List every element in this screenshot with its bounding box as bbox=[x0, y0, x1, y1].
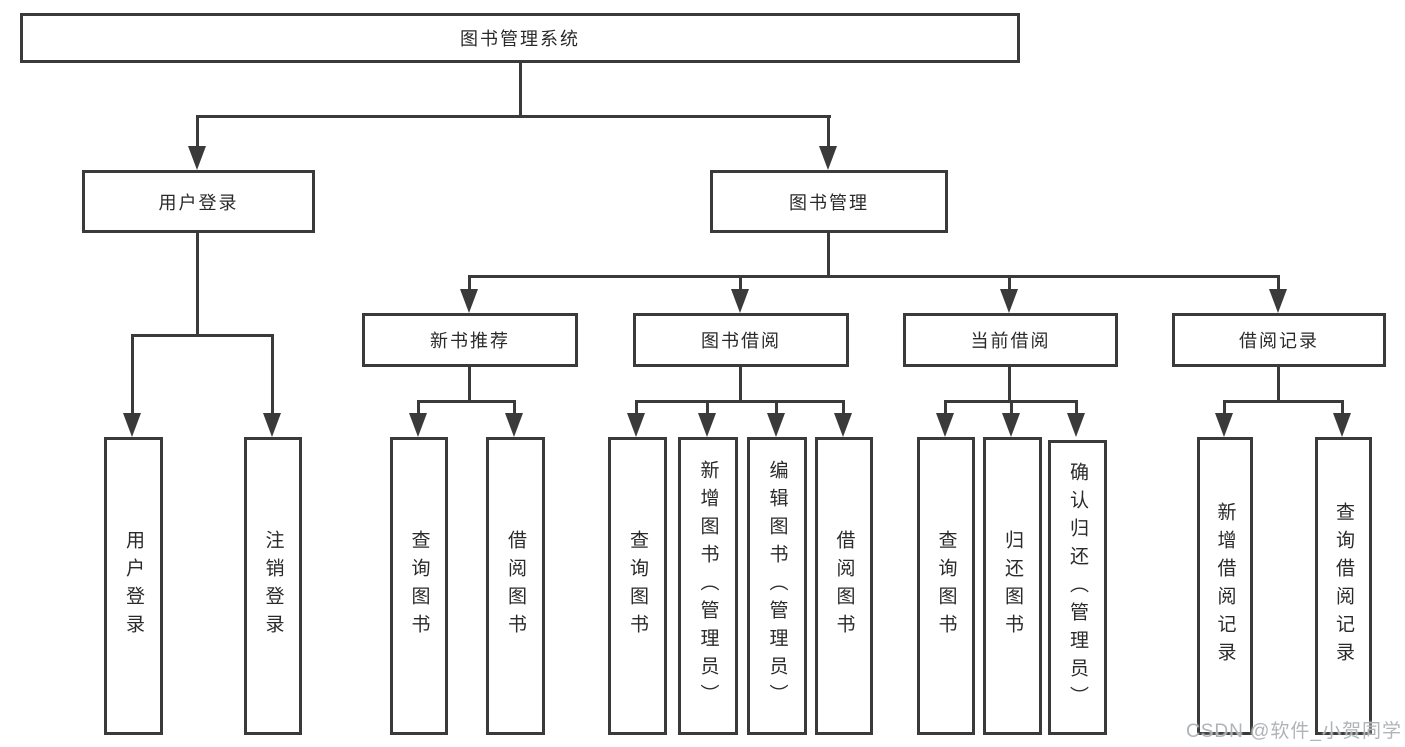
node-borrow-books-recommend: 借阅图书 bbox=[486, 437, 545, 735]
arrowhead-icon bbox=[819, 146, 837, 170]
node-label: 新增借阅记录 bbox=[1214, 502, 1236, 670]
node-label: 查询借阅记录 bbox=[1333, 502, 1354, 670]
connector-line bbox=[635, 400, 638, 420]
connector-line bbox=[827, 233, 830, 278]
csdn-watermark: CSDN @软件_小贺同学 bbox=[1186, 721, 1402, 742]
node-query-books-borrowing: 查询图书 bbox=[608, 437, 667, 735]
node-label: 用户登录 bbox=[158, 192, 239, 213]
connector-line bbox=[1277, 367, 1280, 403]
node-label: 归还图书 bbox=[1002, 530, 1023, 642]
arrowhead-icon bbox=[263, 413, 281, 437]
node-query-borrow-record: 查询借阅记录 bbox=[1315, 437, 1372, 735]
arrowhead-icon bbox=[936, 413, 954, 437]
connector-line bbox=[468, 275, 1280, 278]
node-new-book-recommend: 新书推荐 bbox=[362, 313, 578, 367]
connector-line bbox=[468, 275, 471, 297]
connector-line bbox=[1010, 400, 1013, 420]
connector-line bbox=[197, 115, 831, 118]
node-book-borrowing: 图书借阅 bbox=[633, 313, 849, 367]
node-library-management-system: 图书管理系统 bbox=[20, 13, 1020, 63]
node-query-books-current: 查询图书 bbox=[917, 437, 975, 735]
node-borrow-books: 借阅图书 bbox=[815, 437, 873, 735]
node-label: 查询图书 bbox=[408, 530, 430, 642]
connector-line bbox=[1341, 400, 1344, 420]
node-label: 借阅图书 bbox=[505, 530, 526, 642]
node-current-borrowing: 当前借阅 bbox=[903, 313, 1118, 367]
node-label: 图书借阅 bbox=[701, 331, 781, 351]
node-label: 查询图书 bbox=[935, 530, 957, 642]
connector-line bbox=[417, 400, 420, 420]
connector-line bbox=[842, 400, 845, 420]
node-label: 新书推荐 bbox=[430, 331, 510, 351]
arrowhead-icon bbox=[731, 289, 749, 313]
connector-line bbox=[1008, 367, 1011, 403]
arrowhead-icon bbox=[460, 289, 478, 313]
connector-line bbox=[271, 334, 274, 420]
node-label: 编辑图书（管理员） bbox=[766, 460, 788, 712]
connector-line bbox=[1008, 275, 1011, 297]
arrowhead-icon bbox=[188, 146, 206, 170]
connector-line bbox=[1277, 275, 1280, 297]
arrowhead-icon bbox=[409, 413, 427, 437]
node-label: 图书管理 bbox=[789, 192, 869, 213]
node-label: 用户登录 bbox=[123, 530, 144, 642]
connector-line bbox=[944, 400, 947, 420]
node-book-management: 图书管理 bbox=[710, 170, 948, 233]
connector-line bbox=[775, 400, 778, 420]
node-label: 确认归还（管理员） bbox=[1067, 461, 1088, 714]
connector-line bbox=[635, 400, 845, 403]
arrowhead-icon bbox=[1269, 289, 1287, 313]
node-add-books-admin: 新增图书（管理员） bbox=[678, 437, 738, 735]
node-user-login-leaf: 用户登录 bbox=[104, 437, 163, 735]
arrowhead-icon bbox=[505, 413, 523, 437]
connector-line bbox=[131, 334, 134, 420]
node-label: 注销登录 bbox=[262, 530, 284, 642]
connector-line bbox=[468, 367, 471, 403]
arrowhead-icon bbox=[1067, 413, 1085, 437]
connector-line bbox=[739, 275, 742, 297]
arrowhead-icon bbox=[1333, 413, 1351, 437]
connector-line bbox=[706, 400, 709, 420]
node-logout: 注销登录 bbox=[244, 437, 302, 735]
arrowhead-icon bbox=[627, 413, 645, 437]
node-query-books-recommend: 查询图书 bbox=[390, 437, 448, 735]
node-label: 查询图书 bbox=[627, 530, 648, 642]
connector-line bbox=[196, 115, 199, 153]
node-label: 借阅图书 bbox=[833, 530, 855, 642]
node-label: 借阅记录 bbox=[1239, 331, 1319, 351]
node-label: 新增图书（管理员） bbox=[697, 460, 719, 712]
arrowhead-icon bbox=[1000, 289, 1018, 313]
node-user-login: 用户登录 bbox=[82, 170, 315, 233]
node-edit-books-admin: 编辑图书（管理员） bbox=[747, 437, 807, 735]
connector-line bbox=[131, 334, 274, 337]
node-label: 图书管理系统 bbox=[460, 29, 580, 49]
connector-line bbox=[519, 63, 522, 117]
connector-line bbox=[1075, 400, 1078, 420]
connector-line bbox=[417, 400, 516, 403]
connector-line bbox=[1223, 400, 1226, 420]
arrowhead-icon bbox=[123, 413, 141, 437]
node-label: 当前借阅 bbox=[970, 331, 1051, 351]
connector-line bbox=[827, 115, 830, 153]
arrowhead-icon bbox=[1215, 413, 1233, 437]
arrowhead-icon bbox=[698, 413, 716, 437]
arrowhead-icon bbox=[767, 413, 785, 437]
arrowhead-icon bbox=[834, 413, 852, 437]
connector-line bbox=[1223, 400, 1344, 403]
arrowhead-icon bbox=[1002, 413, 1020, 437]
node-confirm-return-admin: 确认归还（管理员） bbox=[1048, 440, 1107, 735]
node-borrowing-records: 借阅记录 bbox=[1172, 313, 1386, 367]
node-add-borrow-record: 新增借阅记录 bbox=[1197, 437, 1253, 735]
connector-line bbox=[196, 233, 199, 336]
connector-line bbox=[513, 400, 516, 420]
node-return-books: 归还图书 bbox=[983, 437, 1042, 735]
connector-line bbox=[739, 367, 742, 403]
